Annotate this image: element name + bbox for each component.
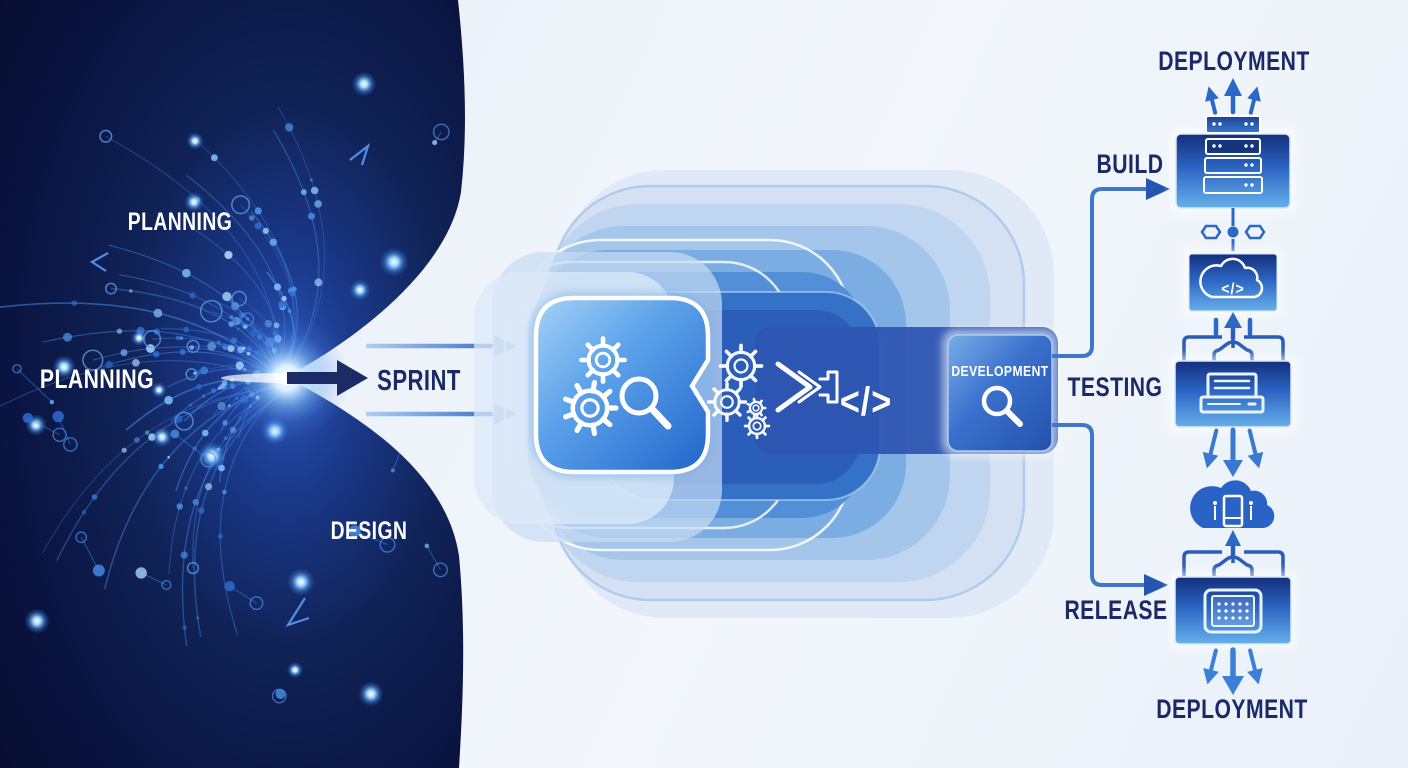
keypad-icon — [1203, 588, 1263, 634]
gear-icon — [706, 381, 748, 423]
intake-bracket-release — [1182, 545, 1285, 576]
intake-bracket-testing — [1182, 330, 1285, 361]
printer-icon — [1199, 372, 1265, 414]
connector-release — [1052, 423, 1168, 596]
planning-label-top: PLANNING — [128, 208, 233, 236]
planning-label-mid: PLANNING — [40, 365, 154, 395]
development-box: DEVELOPMENT — [942, 329, 1058, 457]
cloud-upload-icon — [1190, 480, 1275, 559]
release-label: RELEASE — [1064, 596, 1167, 626]
connector-build — [1052, 178, 1170, 358]
cloud-code-box: </> — [1183, 248, 1283, 317]
code-symbol: </> — [840, 380, 892, 424]
chevron-forward-icon — [775, 361, 839, 413]
cloud-code-symbol: </> — [1221, 280, 1244, 298]
sprint-arrow-navy — [287, 360, 368, 396]
sprint-label: SPRINT — [377, 365, 461, 396]
development-label: DEVELOPMENT — [951, 363, 1048, 380]
magnifier-icon — [619, 376, 672, 430]
server-stack-icon — [1170, 115, 1296, 214]
testing-box — [1169, 355, 1297, 433]
decorative-arrows — [89, 142, 371, 628]
gear-icon — [743, 412, 771, 440]
release-box — [1169, 571, 1297, 650]
link-node-icon — [1200, 208, 1266, 251]
cloud-icon — [1199, 257, 1264, 299]
gear-icon — [563, 379, 619, 437]
build-label: BUILD — [1097, 150, 1164, 180]
down-arrows-icon-release — [1203, 647, 1263, 695]
deploy-up-arrows-icon — [1205, 78, 1261, 115]
gears-icon — [563, 336, 627, 437]
device-icon — [1213, 494, 1253, 528]
deployment-label-top: DEPLOYMENT — [1158, 47, 1310, 77]
gear-icon — [718, 343, 764, 389]
testing-label: TESTING — [1068, 373, 1163, 403]
process-icon — [530, 292, 714, 478]
development-magnifier-icon — [981, 385, 1023, 427]
down-arrows-icon-testing — [1202, 427, 1264, 477]
small-gears-icon — [706, 343, 771, 440]
gear-icon — [579, 336, 627, 384]
deployment-label-bottom: DEPLOYMENT — [1156, 695, 1308, 725]
design-label: DESIGN — [331, 517, 408, 545]
